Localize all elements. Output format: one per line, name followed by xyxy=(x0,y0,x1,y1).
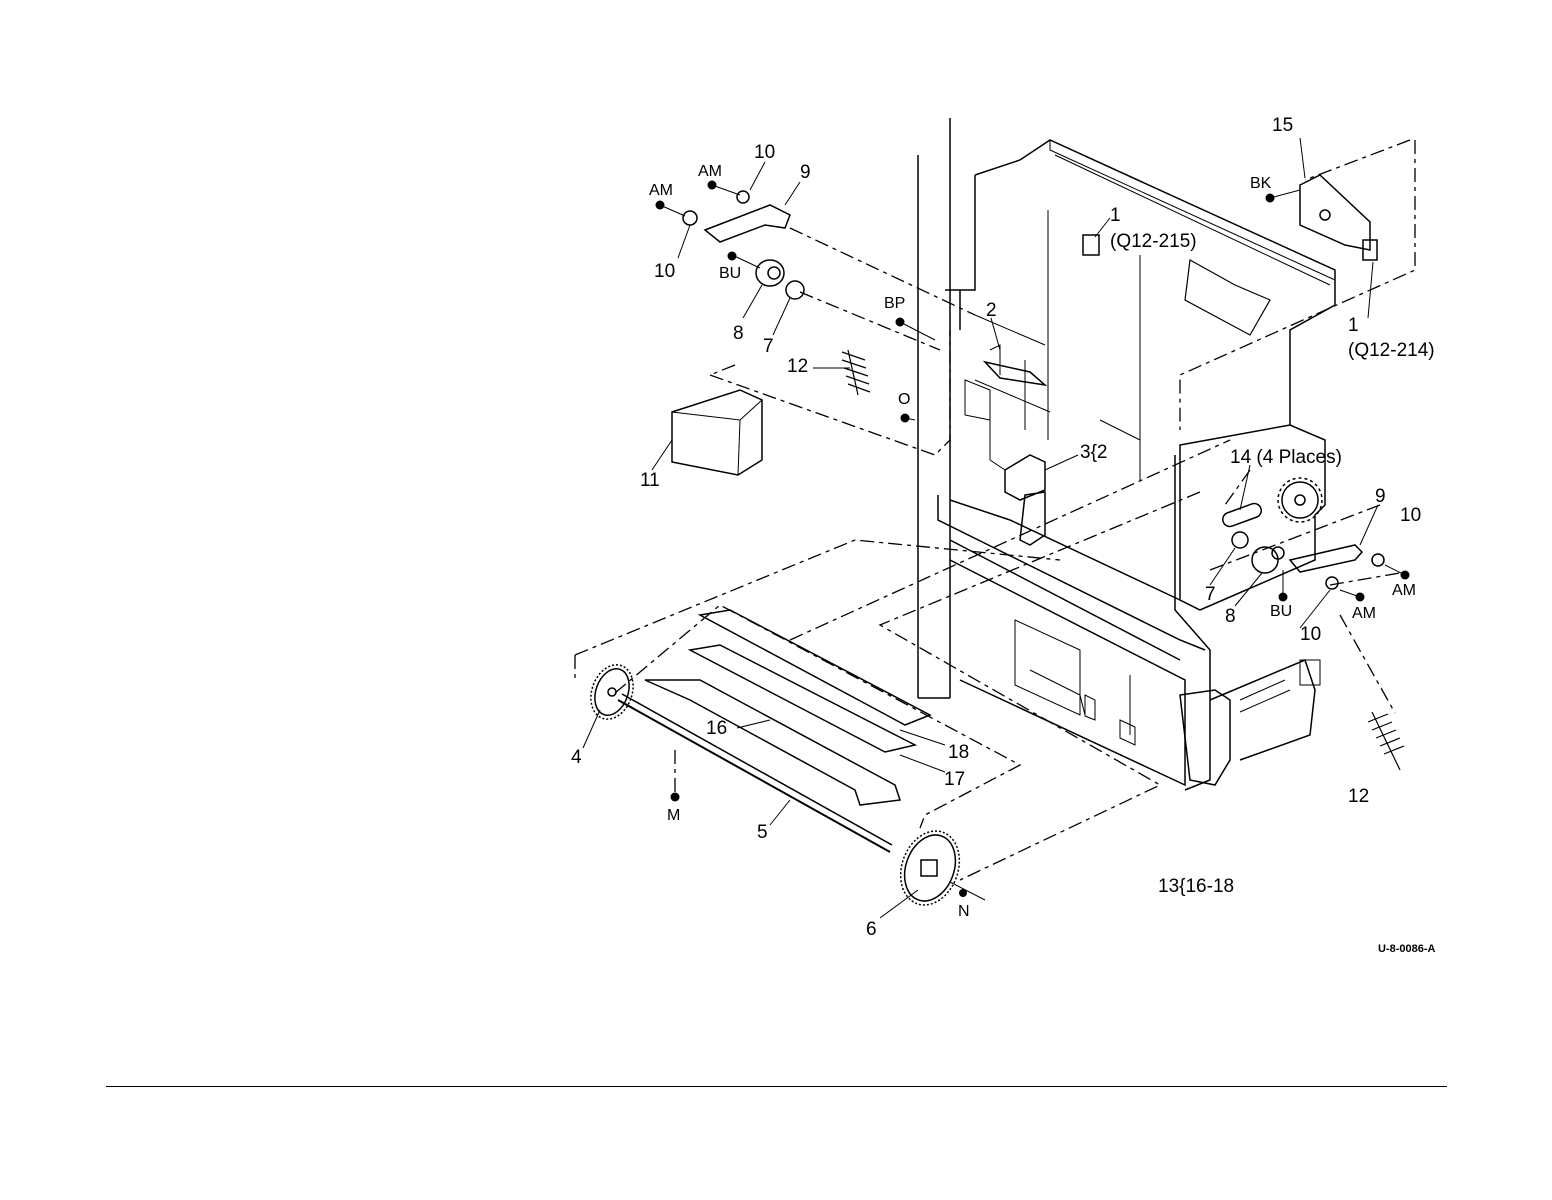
arm-9-right xyxy=(1290,545,1362,572)
callout-q12-215: (Q12-215) xyxy=(1110,232,1197,251)
callout-m: M xyxy=(667,808,680,824)
callout-am-top-right: AM xyxy=(698,164,722,180)
ref-dot-bu-right xyxy=(1279,593,1288,602)
bracket-2 xyxy=(985,362,1045,385)
shaft-5 xyxy=(618,700,890,852)
ref-dot-bk xyxy=(1266,194,1275,203)
callout-5: 5 xyxy=(757,823,768,842)
callout-10-right: 10 xyxy=(1400,506,1421,525)
gear-4 xyxy=(589,664,635,720)
roller-7-right xyxy=(1232,532,1248,548)
callout-14: 14 (4 Places) xyxy=(1230,448,1342,467)
callout-am-right2: AM xyxy=(1352,606,1376,622)
slot-14 xyxy=(1221,502,1263,529)
callout-11: 11 xyxy=(640,471,660,490)
callout-1-top: 1 xyxy=(1110,206,1121,225)
callout-3: 3{2 xyxy=(1080,443,1107,462)
callout-bu-left: BU xyxy=(719,266,741,282)
callout-7-left: 7 xyxy=(763,337,774,356)
callout-o: O xyxy=(898,392,910,408)
ref-dot-am-right1 xyxy=(1401,571,1410,580)
callout-7-right: 7 xyxy=(1205,585,1216,604)
roller-8-right xyxy=(1252,547,1278,573)
connector-1-top xyxy=(1083,235,1099,255)
lever-handle xyxy=(1180,690,1230,785)
callout-n: N xyxy=(958,904,970,920)
callout-18: 18 xyxy=(948,743,969,762)
washer-10-left xyxy=(683,211,697,225)
ref-dot-n xyxy=(959,889,967,897)
right-gear xyxy=(1282,482,1318,518)
callout-8-right: 8 xyxy=(1225,607,1236,626)
ref-dot-bp xyxy=(896,318,905,327)
ref-dot-o xyxy=(901,414,910,423)
callout-am-right1: AM xyxy=(1392,583,1416,599)
ref-dot-am-right2 xyxy=(1356,593,1365,602)
callout-10-left: 10 xyxy=(654,262,675,281)
callout-6: 6 xyxy=(866,920,877,939)
bracket-15 xyxy=(1300,175,1370,250)
plate-18 xyxy=(700,610,930,725)
callout-bk: BK xyxy=(1250,176,1271,192)
page-footer-rule xyxy=(106,1086,1447,1087)
callout-1-right: 1 xyxy=(1348,316,1359,335)
spring-12-bottom xyxy=(1368,712,1404,770)
arm-9-left xyxy=(705,205,790,242)
callout-bp: BP xyxy=(884,296,905,312)
washer-10-right xyxy=(1372,554,1384,566)
callout-10-top: 10 xyxy=(754,143,775,162)
callout-9-top: 9 xyxy=(800,163,811,182)
callout-15: 15 xyxy=(1272,116,1293,135)
callout-10-right2: 10 xyxy=(1300,625,1321,644)
ref-dot-m xyxy=(671,793,680,802)
spring-12-top xyxy=(842,350,870,395)
callout-16: 16 xyxy=(706,719,727,738)
callout-am-top-left: AM xyxy=(649,183,673,199)
callout-4: 4 xyxy=(571,748,582,767)
callout-9-right: 9 xyxy=(1375,487,1386,506)
callout-12-bottom: 12 xyxy=(1348,787,1369,806)
ref-dot-am-top-right xyxy=(708,181,717,190)
ref-dot-bu-left xyxy=(728,252,737,261)
callout-17: 17 xyxy=(944,770,965,789)
ref-dot-am-top-left xyxy=(656,201,665,210)
callout-8-left: 8 xyxy=(733,324,744,343)
bin-11 xyxy=(672,390,762,475)
callout-12-top: 12 xyxy=(787,357,808,376)
callout-2: 2 xyxy=(986,301,997,320)
figure-code: U-8-0086-A xyxy=(1378,943,1435,955)
callout-bu-right: BU xyxy=(1270,604,1292,620)
callout-q12-214: (Q12-214) xyxy=(1348,341,1435,360)
callout-13: 13{16-18 xyxy=(1158,877,1234,896)
